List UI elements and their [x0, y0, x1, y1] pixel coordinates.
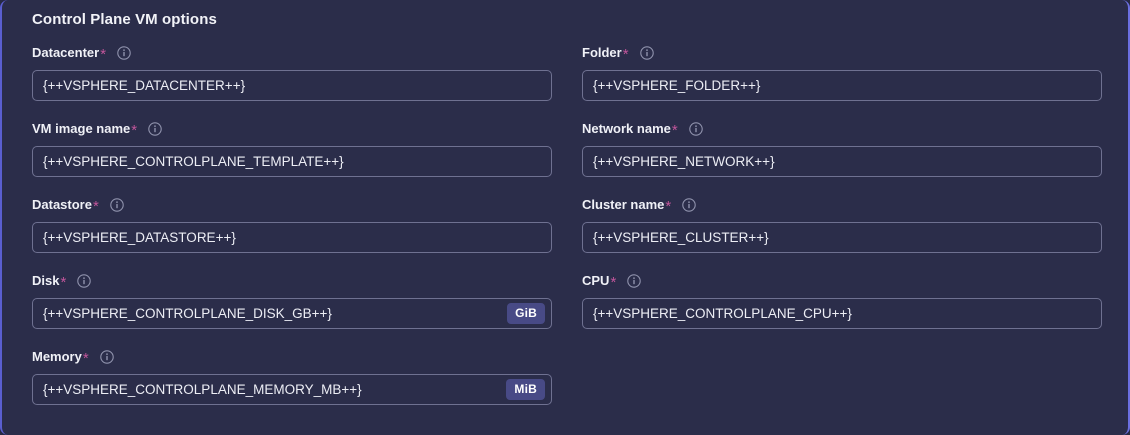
field-label-network-name: Network name — [582, 121, 671, 136]
required-asterisk: * — [622, 45, 629, 63]
page-title: Control Plane VM options — [32, 11, 217, 28]
form-field-datastore: Datastore* {++VSPHERE_DATASTORE++} — [32, 196, 552, 253]
info-icon[interactable] — [99, 350, 114, 364]
input-disk[interactable]: {++VSPHERE_CONTROLPLANE_DISK_GB++} GiB — [32, 298, 552, 329]
field-label-line: Datacenter* — [32, 44, 552, 62]
form-field-network-name: Network name* {++VSPHERE_NETWORK++} — [582, 120, 1102, 177]
field-label-line: Datastore* — [32, 196, 552, 214]
input-value-vm-image-name[interactable]: {++VSPHERE_CONTROLPLANE_TEMPLATE++} — [43, 154, 344, 169]
input-value-folder[interactable]: {++VSPHERE_FOLDER++} — [593, 78, 761, 93]
required-asterisk: * — [82, 349, 89, 367]
field-label-line: CPU* — [582, 272, 1102, 290]
field-label-disk: Disk — [32, 273, 60, 288]
field-label-cpu: CPU — [582, 273, 610, 288]
field-label-cluster-name: Cluster name — [582, 197, 665, 212]
form-field-cpu: CPU* {++VSPHERE_CONTROLPLANE_CPU++} — [582, 272, 1102, 329]
info-icon[interactable] — [627, 274, 642, 288]
field-label-line: Cluster name* — [582, 196, 1102, 214]
info-icon[interactable] — [639, 46, 654, 60]
info-icon[interactable] — [688, 122, 703, 136]
field-label-vm-image-name: VM image name — [32, 121, 131, 136]
info-icon[interactable] — [117, 46, 131, 60]
input-value-datacenter[interactable]: {++VSPHERE_DATACENTER++} — [43, 78, 246, 93]
required-asterisk: * — [671, 121, 678, 139]
input-datastore[interactable]: {++VSPHERE_DATASTORE++} — [32, 222, 552, 253]
field-label-line: Folder* — [582, 44, 1102, 62]
field-label-memory: Memory — [32, 349, 82, 364]
field-label-datastore: Datastore — [32, 197, 92, 212]
field-label-line: Network name* — [582, 120, 1102, 138]
unit-badge-memory: MiB — [506, 379, 545, 400]
required-asterisk: * — [131, 121, 138, 139]
unit-badge-disk: GiB — [507, 303, 545, 324]
input-value-datastore[interactable]: {++VSPHERE_DATASTORE++} — [43, 230, 236, 245]
form-field-cluster-name: Cluster name* {++VSPHERE_CLUSTER++} — [582, 196, 1102, 253]
info-icon[interactable] — [148, 122, 162, 136]
input-value-memory[interactable]: {++VSPHERE_CONTROLPLANE_MEMORY_MB++} — [43, 382, 362, 397]
input-value-cpu[interactable]: {++VSPHERE_CONTROLPLANE_CPU++} — [593, 306, 852, 321]
input-cluster-name[interactable]: {++VSPHERE_CLUSTER++} — [582, 222, 1102, 253]
required-asterisk: * — [665, 197, 672, 215]
field-label-datacenter: Datacenter — [32, 45, 100, 60]
input-value-cluster-name[interactable]: {++VSPHERE_CLUSTER++} — [593, 230, 769, 245]
form-field-datacenter: Datacenter* {++VSPHERE_DATACENTER++} — [32, 44, 552, 101]
form-field-vm-image-name: VM image name* {++VSPHERE_CONTROLPLANE_TE… — [32, 120, 552, 177]
field-label-line: Disk* — [32, 272, 552, 290]
required-asterisk: * — [610, 273, 617, 291]
input-vm-image-name[interactable]: {++VSPHERE_CONTROLPLANE_TEMPLATE++} — [32, 146, 552, 177]
info-icon[interactable] — [110, 198, 124, 212]
required-asterisk: * — [60, 273, 67, 291]
form-field-memory: Memory* {++VSPHERE_CONTROLPLANE_MEMORY_MB… — [32, 348, 552, 405]
info-icon[interactable] — [77, 274, 92, 288]
input-value-network-name[interactable]: {++VSPHERE_NETWORK++} — [593, 154, 775, 169]
input-folder[interactable]: {++VSPHERE_FOLDER++} — [582, 70, 1102, 101]
input-datacenter[interactable]: {++VSPHERE_DATACENTER++} — [32, 70, 552, 101]
required-asterisk: * — [100, 45, 107, 63]
field-label-line: VM image name* — [32, 120, 552, 138]
form-field-disk: Disk* {++VSPHERE_CONTROLPLANE_DISK_GB++} G… — [32, 272, 552, 329]
input-value-disk[interactable]: {++VSPHERE_CONTROLPLANE_DISK_GB++} — [43, 306, 332, 321]
field-label-folder: Folder — [582, 45, 622, 60]
input-network-name[interactable]: {++VSPHERE_NETWORK++} — [582, 146, 1102, 177]
input-memory[interactable]: {++VSPHERE_CONTROLPLANE_MEMORY_MB++} MiB — [32, 374, 552, 405]
required-asterisk: * — [92, 197, 99, 215]
info-icon[interactable] — [682, 198, 696, 212]
field-label-line: Memory* — [32, 348, 552, 366]
form-field-folder: Folder* {++VSPHERE_FOLDER++} — [582, 44, 1102, 101]
input-cpu[interactable]: {++VSPHERE_CONTROLPLANE_CPU++} — [582, 298, 1102, 329]
